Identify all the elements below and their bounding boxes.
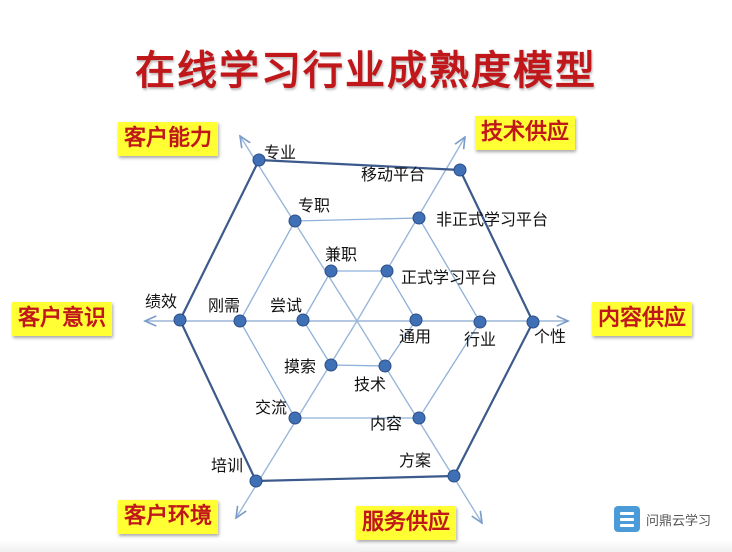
- label-jianzhi: 兼职: [325, 245, 357, 264]
- node-jixiao: [173, 313, 187, 327]
- label-zhuanye: 专业: [264, 143, 296, 162]
- label-zhuanzhi: 专职: [298, 196, 330, 215]
- label-jixiao: 绩效: [145, 292, 177, 311]
- label-neirong: 内容: [370, 414, 402, 433]
- axis-customer-capability: [240, 136, 358, 322]
- label-peixun: 培训: [211, 456, 243, 475]
- node-feizhengshi: [412, 211, 426, 225]
- brand-logo: 问鼎云学习: [614, 506, 711, 532]
- node-neirong: [412, 411, 426, 425]
- axis-tech-supply: [356, 137, 465, 322]
- node-peixun: [249, 474, 263, 488]
- node-zhengshi: [380, 264, 394, 278]
- node-fangan: [447, 469, 461, 483]
- label-yidong: 移动平台: [361, 165, 425, 184]
- label-jiaoliu: 交流: [255, 398, 287, 417]
- label-gangxu: 刚需: [208, 296, 240, 315]
- node-gexing: [526, 315, 540, 329]
- label-gexing: 个性: [534, 327, 566, 346]
- node-changshi: [296, 313, 310, 327]
- bottom-shadow: [0, 540, 732, 552]
- node-mosuo: [324, 358, 338, 372]
- axis-label-tech-supply: 技术供应: [475, 116, 576, 150]
- node-jianzhi: [324, 264, 338, 278]
- page-title: 在线学习行业成熟度模型: [135, 47, 597, 94]
- node-jiaoliu: [288, 411, 302, 425]
- label-zhengshi: 正式学习平台: [401, 268, 497, 287]
- axis-arrows: [145, 136, 568, 523]
- nodes: [173, 153, 540, 488]
- node-yidong: [453, 163, 467, 177]
- node-jishu: [378, 359, 392, 373]
- inner-hexagon: [302, 270, 417, 367]
- label-mosuo: 摸索: [284, 357, 316, 376]
- label-fangan: 方案: [399, 451, 431, 470]
- label-feizhengshi: 非正式学习平台: [436, 210, 548, 229]
- logo-text: 问鼎云学习: [646, 513, 712, 529]
- node-tongyong: [409, 313, 423, 327]
- label-jishu: 技术: [354, 375, 386, 394]
- node-zhuanye: [252, 153, 266, 167]
- node-labels: 专业 专职 兼职 移动平台 非正式学习平台 正式学习平台 绩效 刚需 尝试 通用…: [145, 143, 566, 475]
- node-hangye: [473, 315, 487, 329]
- axis-label-customer-awareness: 客户意识: [12, 302, 113, 336]
- label-tongyong: 通用: [399, 327, 431, 346]
- node-gangxu: [233, 314, 247, 328]
- logo-stack-icon: [614, 506, 640, 532]
- axis-label-customer-environment: 客户环境: [118, 500, 219, 534]
- axis-label-service-supply: 服务供应: [356, 506, 457, 540]
- axis-label-content-supply: 内容供应: [592, 302, 693, 336]
- label-hangye: 行业: [464, 330, 496, 349]
- axis-label-customer-capability: 客户能力: [118, 122, 219, 156]
- label-changshi: 尝试: [270, 296, 302, 315]
- node-zhuanzhi: [288, 214, 302, 228]
